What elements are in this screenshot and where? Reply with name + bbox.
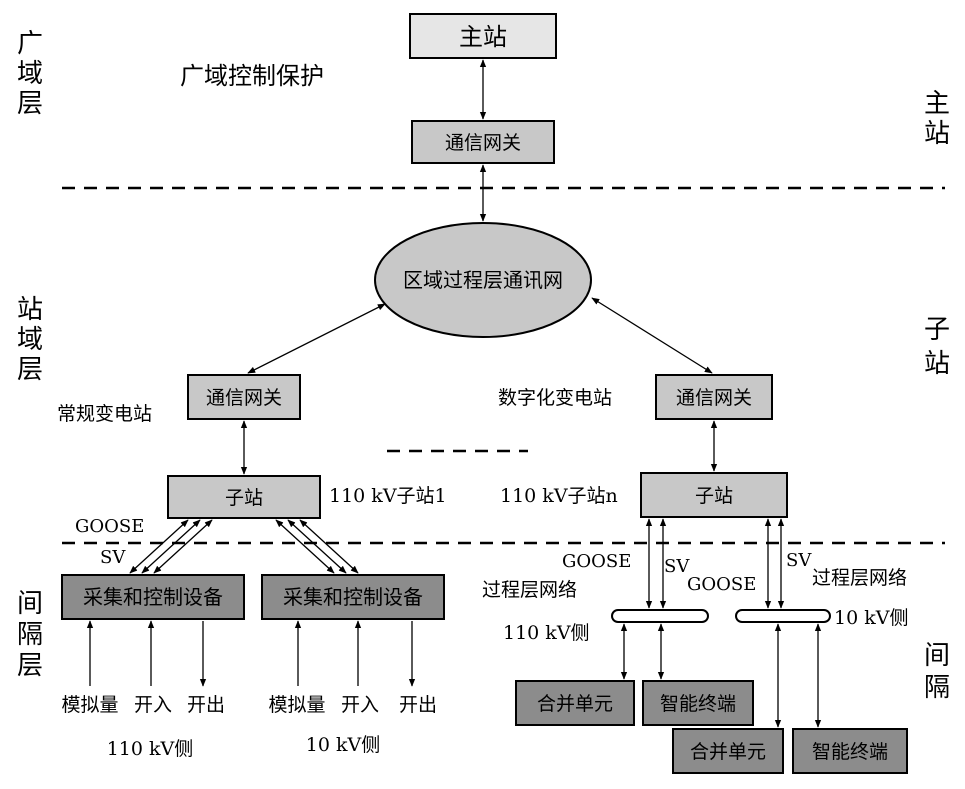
layer-bay-right-char-1: 间 [924,641,950,671]
smart-terminal-1-label: 智能终端 [660,693,736,715]
regional-network-label: 区域过程层通讯网 [403,268,563,292]
layer-wide-char-2: 域 [17,59,43,89]
side-110-right-label: 110 kV侧 [503,622,590,644]
link-sub-acq1-b [141,519,201,574]
side-110-bottom-label: 110 kV侧 [107,738,194,760]
connectors [86,59,822,728]
goose-r1-label: GOOSE [562,551,631,572]
gateway-left-label: 通信网关 [206,387,282,409]
analog-1-label: 模拟量 [61,694,118,716]
link-sub-acq2-b [287,519,347,574]
input-1-label: 开入 [134,694,172,716]
layer-sub-char-1: 子 [924,315,950,345]
layer-station-char-2: 域 [17,325,43,355]
side-10-bottom-label: 10 kV侧 [306,734,380,756]
process-bus-110kv [611,609,709,623]
output-2-label: 开出 [399,694,437,716]
layer-bay-char-3: 层 [17,651,43,681]
smart-terminal-2-box [792,728,908,774]
goose-left-label: GOOSE [75,516,144,537]
layer-wide-char-1: 广 [17,29,43,59]
merge-unit-2-box [672,728,784,774]
gateway-top-box [411,120,555,164]
side-10-right-label: 10 kV侧 [834,607,908,629]
conventional-substation-label: 常规变电站 [57,403,152,425]
layer-wide-char-3: 层 [17,89,43,119]
link-sub-acq1-c [153,519,213,574]
substation-left-label: 子站 [225,487,263,509]
output-1-label: 开出 [187,694,225,716]
sv-r2-label: SV [786,550,812,571]
layer-station-char-1: 站 [17,295,43,325]
acq-ctrl-device-1-box [61,574,245,620]
gateway-right-box [655,374,773,420]
digital-substation-label: 数字化变电站 [498,387,612,409]
layer-station-char-3: 层 [17,355,43,385]
sv-left-label: SV [100,547,126,568]
gateway-right-label: 通信网关 [676,387,752,409]
process-net-2-label: 过程层网络 [812,567,907,589]
layer-master-char-2: 站 [924,119,950,149]
substation-1-label: 110 kV子站1 [329,485,447,507]
link-sub-acq2-a [275,519,335,574]
substation-right-box [640,472,788,518]
substation-left-box [167,475,321,519]
process-net-1-label: 过程层网络 [482,579,577,601]
gateway-top-label: 通信网关 [445,132,521,154]
substation-n-label: 110 kV子站n [500,485,618,507]
merge-unit-2-label: 合并单元 [690,741,766,763]
acq-ctrl-device-1-label: 采集和控制设备 [83,585,223,609]
link-network-gateway-left [247,303,386,374]
layer-bay-right-char-2: 隔 [924,673,950,703]
analog-2-label: 模拟量 [268,694,325,716]
process-bus-10kv [735,609,831,623]
regional-network-ellipse [374,222,592,338]
substation-right-label: 子站 [695,485,733,507]
sv-r1-label: SV [664,556,690,577]
layer-master-char-1: 主 [924,89,950,119]
acq-ctrl-device-2-box [261,574,445,620]
merge-unit-1-box [515,680,635,726]
layer-bay-char-2: 隔 [17,620,43,650]
diagram-title: 广域控制保护 [180,62,324,90]
input-2-label: 开入 [341,694,379,716]
merge-unit-1-label: 合并单元 [537,693,613,715]
smart-terminal-1-box [642,680,754,726]
smart-terminal-2-label: 智能终端 [812,741,888,763]
acq-ctrl-device-2-label: 采集和控制设备 [283,585,423,609]
gateway-left-box [187,374,301,420]
layer-sub-char-2: 站 [924,349,950,379]
link-sub-acq2-c [299,519,359,574]
master-station-box [409,13,557,59]
master-station-label: 主站 [459,23,507,51]
link-network-gateway-right [591,297,713,374]
goose-r2-label: GOOSE [687,574,756,595]
layer-bay-char-1: 间 [17,589,43,619]
